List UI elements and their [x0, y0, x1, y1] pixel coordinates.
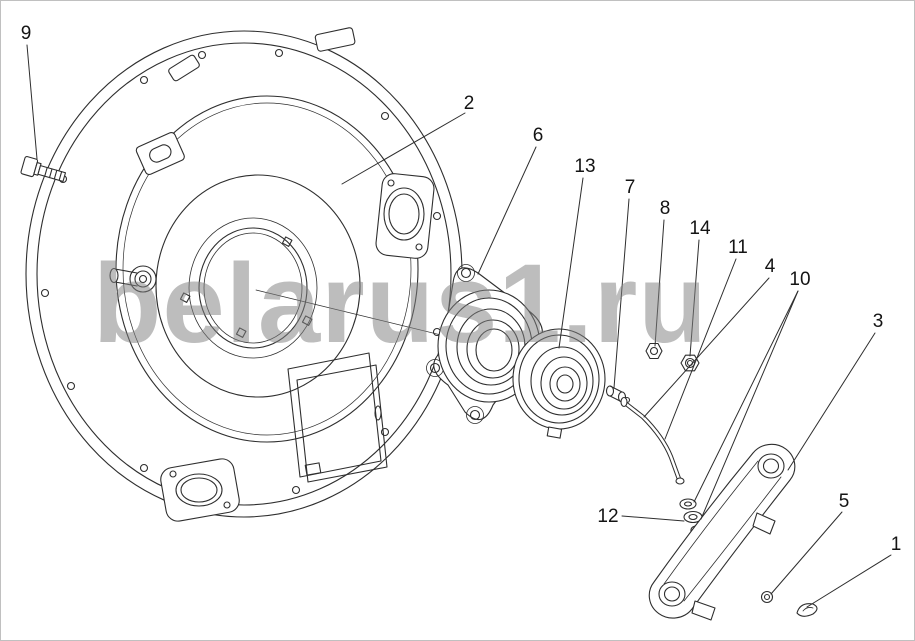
callout-1: 1: [890, 534, 902, 555]
callout-14: 14: [689, 218, 711, 239]
mounting-bolt: [20, 156, 67, 182]
leader-lines: [26, 44, 892, 608]
callout-10: 10: [789, 269, 811, 290]
callout-6: 6: [532, 125, 544, 146]
washer-small: [760, 590, 774, 604]
callout-5: 5: [838, 491, 850, 512]
top-left-tab: [168, 54, 200, 82]
rim-bolt-holes: [40, 48, 442, 495]
leader-4: [643, 277, 770, 418]
top-tab: [314, 27, 356, 52]
leader-14: [689, 239, 700, 357]
bearing-housing-flange: [426, 264, 543, 424]
release-bearing: [512, 328, 606, 439]
bracket: [648, 443, 796, 621]
leader-8: [654, 219, 665, 347]
access-window: [287, 352, 388, 483]
pipe: [620, 396, 685, 485]
leader-10a: [693, 290, 799, 503]
nut-small: [645, 342, 663, 360]
callout-3: 3: [872, 311, 884, 332]
left-pin-hub: [109, 265, 157, 293]
retainer-clip: [796, 603, 818, 617]
leader-9: [26, 44, 38, 160]
callout-12: 12: [597, 506, 619, 527]
nut-large: [680, 354, 700, 372]
lower-hole-plate: [160, 458, 240, 522]
leader-10b: [700, 290, 799, 520]
cover-disc: [25, 27, 463, 522]
callout-7: 7: [624, 177, 636, 198]
leader-12: [621, 515, 685, 522]
leader-6: [477, 146, 537, 275]
leader-7: [613, 198, 630, 389]
callout-2: 2: [463, 93, 475, 114]
callout-4: 4: [764, 256, 776, 277]
leader-5: [770, 511, 843, 595]
callout-9: 9: [20, 23, 32, 44]
callout-13: 13: [574, 156, 596, 177]
callout-11: 11: [728, 237, 748, 258]
leader-1: [806, 554, 892, 608]
leader-2: [341, 112, 466, 185]
leader-3: [787, 332, 876, 471]
callout-8: 8: [659, 198, 671, 219]
leader-11: [664, 258, 737, 440]
left-clip: [135, 131, 185, 176]
leader-13: [558, 177, 584, 349]
hub-lugs: [179, 236, 313, 338]
upper-hole-plate: [375, 173, 435, 259]
